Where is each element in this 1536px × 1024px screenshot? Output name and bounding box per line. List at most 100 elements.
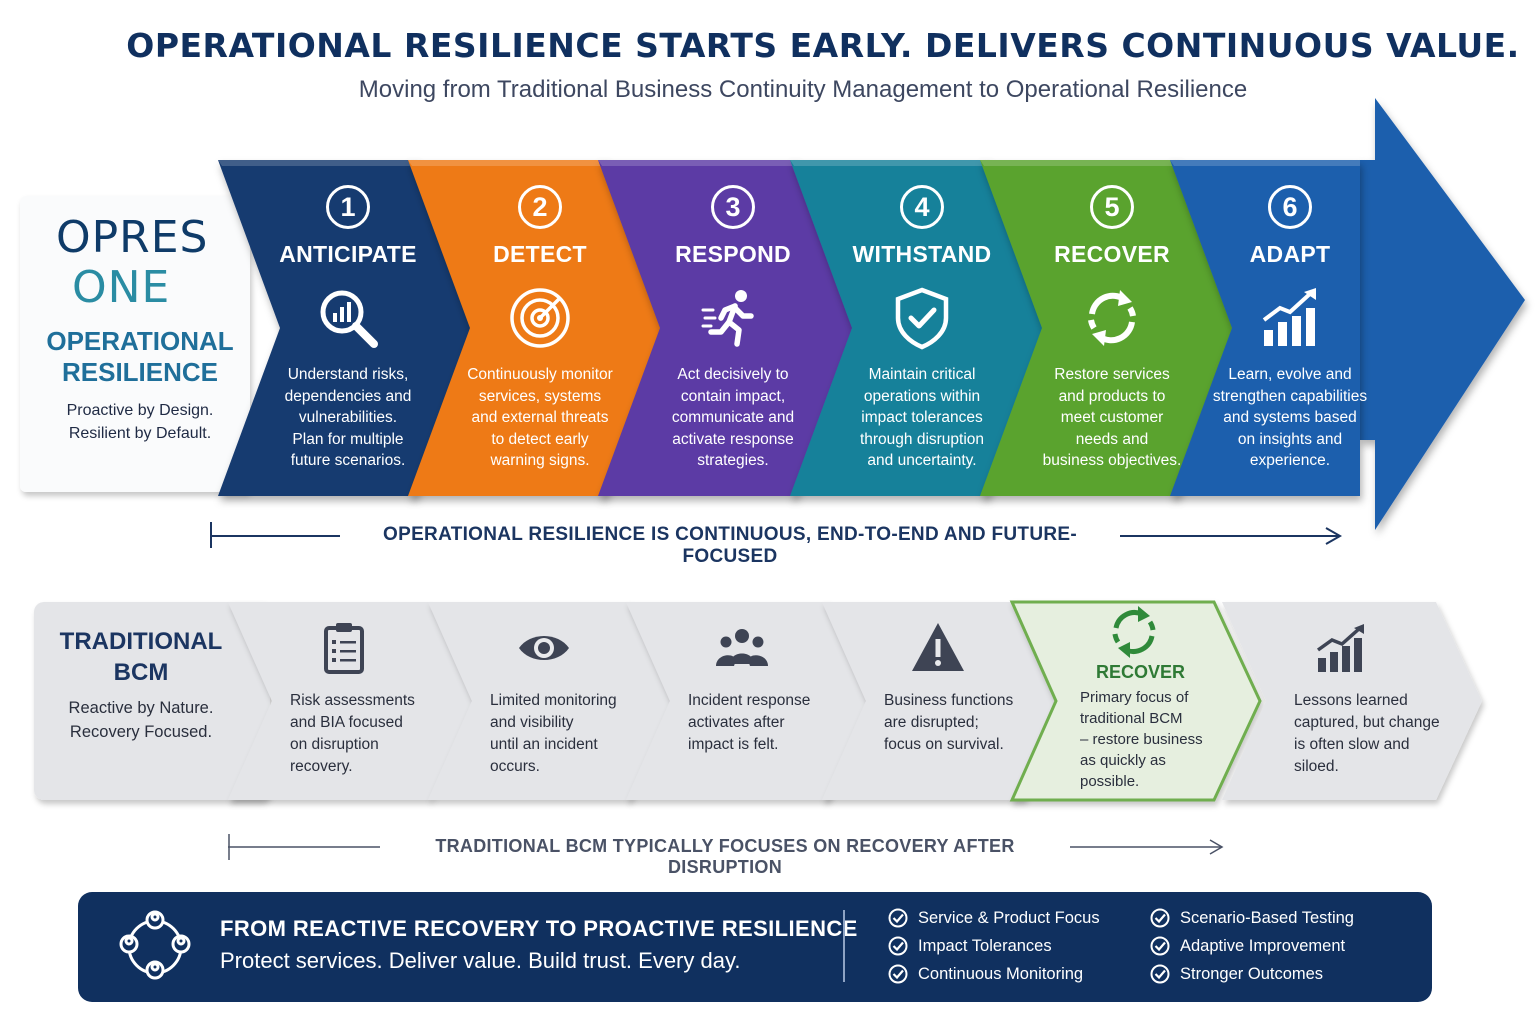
- banner-check-label: Continuous Monitoring: [918, 964, 1084, 983]
- traditional-chevron: [626, 602, 874, 800]
- step-number: 6: [1268, 185, 1312, 229]
- step-description-line: Learn, evolve and: [1228, 366, 1352, 383]
- bottom-banner: FROM REACTIVE RECOVERY TO PROACTIVE RESI…: [78, 892, 1432, 1002]
- traditional-step-line: Lessons learned: [1294, 692, 1408, 709]
- check-circle-icon: [888, 936, 908, 956]
- step-description-line: services, systems: [478, 387, 602, 405]
- step-description-line: warning signs.: [490, 452, 590, 469]
- chevron-highlight: [1170, 160, 1360, 166]
- traditional-recover-label: RECOVER: [1096, 662, 1186, 682]
- traditional-step-line: recovery.: [290, 758, 353, 775]
- step-description: Maintain critical operations within impact…: [827, 364, 1017, 472]
- traditional-label: TRADITIONAL BCM TYPICALLY FOCUSES ON REC…: [380, 836, 1070, 878]
- traditional-step-line: impact is felt.: [688, 736, 779, 753]
- banner-check-item: Impact Tolerances: [888, 936, 1052, 956]
- traditional-step-line: is often slow and: [1294, 736, 1410, 753]
- step-description-line: Continuously monitor: [467, 366, 613, 383]
- step-description-line: experience.: [1249, 452, 1331, 469]
- step-number: 1: [326, 185, 370, 229]
- traditional-step-line: and visibility: [490, 714, 574, 731]
- step-description: Act decisively to contain impact, communic…: [638, 364, 828, 472]
- chevron-highlight: [980, 160, 1181, 166]
- brand-logo-top: OPRES: [56, 212, 209, 263]
- traditional-chevron: [1222, 602, 1482, 800]
- traditional-chevron: [822, 602, 1070, 800]
- chevron-highlight: [790, 160, 991, 166]
- banner-check-item: Service & Product Focus: [888, 908, 1100, 928]
- brand-tagline-2: Resilient by Default.: [68, 425, 212, 442]
- adapt-arrow-head: [1360, 98, 1525, 530]
- traditional-step-line: are disrupted;: [884, 714, 979, 731]
- people-network-icon: [119, 910, 191, 980]
- step-description-line: meet customer: [1060, 409, 1164, 426]
- continuous-label: OPERATIONAL RESILIENCE IS CONTINUOUS, EN…: [340, 524, 1120, 568]
- banner-check-item: Stronger Outcomes: [1150, 964, 1323, 984]
- step-description-line: communicate and: [671, 409, 795, 426]
- recycle-arrows-icon: [1106, 604, 1162, 660]
- people-group-icon: [714, 620, 770, 676]
- step-description-line: Act decisively to: [677, 366, 789, 383]
- traditional-step-line: focus on survival.: [884, 736, 1004, 753]
- traditional-step-description: Business functions are disrupted; focus on…: [884, 690, 1054, 756]
- brand-tagline: Proactive by Design. Resilient by Defaul…: [40, 399, 240, 445]
- traditional-step-line: Business functions: [884, 692, 1014, 709]
- warning-icon: [910, 620, 966, 676]
- banner-divider: [843, 910, 845, 982]
- step-description-line: operations within: [863, 387, 981, 405]
- step-description-line: Maintain critical: [868, 366, 976, 383]
- traditional-tagline-2: Recovery Focused.: [69, 723, 213, 741]
- traditional-chevron: [1009, 600, 1262, 802]
- brand-panel: [20, 196, 250, 492]
- chevron-recover: [980, 160, 1238, 496]
- step-description-line: to detect early: [491, 430, 589, 448]
- step-description-line: needs and: [1075, 430, 1149, 448]
- brand-logo-bottom: ONE: [72, 262, 171, 313]
- traditional-step-line: – restore business: [1080, 731, 1203, 748]
- step-description-line: impact tolerances: [861, 409, 983, 426]
- running-person-icon: [701, 286, 765, 350]
- growth-chart-icon: [1258, 286, 1322, 350]
- step-name: WITHSTAND: [852, 241, 992, 267]
- traditional-chevron: [228, 602, 476, 800]
- step-number: 4: [900, 185, 944, 229]
- step-name: DETECT: [493, 241, 587, 267]
- eye-icon: [516, 620, 572, 676]
- step-description-line: contain impact,: [680, 387, 786, 405]
- step-description-line: Restore services: [1054, 366, 1170, 383]
- step-description-line: and systems based: [1223, 409, 1357, 426]
- banner-check-label: Impact Tolerances: [918, 936, 1052, 955]
- brand-tagline-1: Proactive by Design.: [66, 402, 214, 419]
- traditional-chevron: [428, 602, 676, 800]
- step-description-line: vulnerabilities.: [298, 409, 398, 426]
- traditional-step-line: and BIA focused: [290, 714, 403, 731]
- traditional-step-line: Incident response: [688, 692, 811, 709]
- traditional-title-1: TRADITIONAL: [59, 628, 223, 655]
- step-description-line: and uncertainty.: [867, 452, 977, 469]
- check-circle-icon: [888, 908, 908, 928]
- shield-check-icon: [890, 286, 954, 350]
- traditional-step-line: possible.: [1080, 773, 1140, 790]
- step-description-line: business objectives.: [1042, 452, 1182, 469]
- banner-check-label: Service & Product Focus: [918, 908, 1100, 927]
- step-number: 5: [1090, 185, 1134, 229]
- traditional-step: Business functions are disrupted; focus on…: [884, 620, 1054, 756]
- banner-check-item: Adaptive Improvement: [1150, 936, 1345, 956]
- banner-title: FROM REACTIVE RECOVERY TO PROACTIVE RESI…: [220, 916, 858, 941]
- step-description-line: future scenarios.: [290, 452, 406, 469]
- traditional-step-line: as quickly as: [1080, 752, 1166, 769]
- banner-check-label: Scenario-Based Testing: [1180, 908, 1354, 927]
- traditional-title: TRADITIONAL BCM: [46, 626, 236, 688]
- banner-check-item: Scenario-Based Testing: [1150, 908, 1354, 928]
- step-name: RESPOND: [675, 241, 791, 267]
